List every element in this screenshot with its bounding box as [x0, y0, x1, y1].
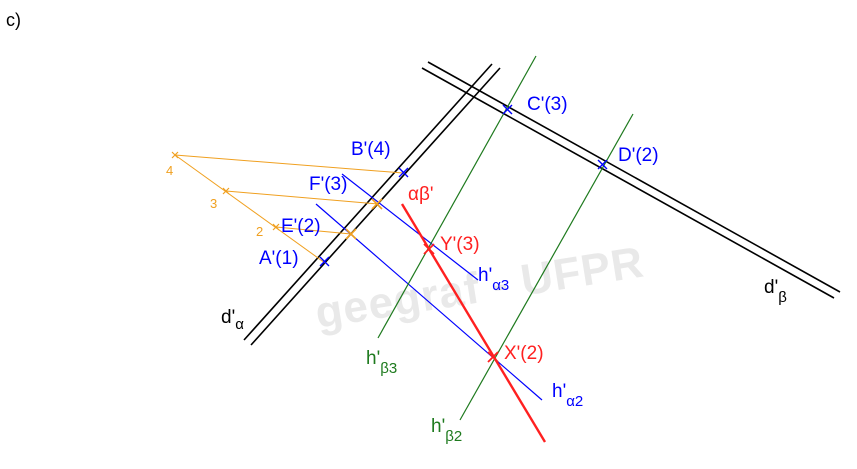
label-h-beta3: h'β3: [366, 348, 397, 377]
division-construction: [174, 154, 404, 264]
label-d-alpha: d'α: [221, 307, 244, 333]
point-label-a: A'(1): [259, 248, 299, 269]
line-intersection-alpha-beta: [400, 203, 547, 443]
label-h-alpha2: h'α2: [552, 381, 583, 410]
part-label: c): [6, 10, 21, 30]
label-h-alpha3: h'α3: [478, 265, 509, 294]
point-marks-red: [423, 243, 499, 363]
label-d-beta: d'β: [764, 277, 787, 306]
label-h-beta2: h'β2: [431, 416, 462, 445]
line-d-beta: [421, 61, 841, 299]
point-marks-blue: [319, 104, 608, 267]
division-number-2: 2: [256, 224, 263, 239]
label-alpha-beta: αβ': [408, 184, 434, 205]
division-number-3: 3: [210, 196, 217, 211]
point-label-d: D'(2): [618, 145, 659, 166]
line-h-beta2: [459, 113, 634, 421]
division-number-4: 4: [166, 163, 173, 178]
line-h-beta3: [377, 55, 537, 339]
point-marks-orange: [345, 198, 383, 240]
point-label-x: X'(2): [504, 343, 544, 364]
point-label-c: C'(3): [527, 94, 568, 115]
point-label-b: B'(4): [351, 139, 391, 160]
point-label-e: E'(2): [281, 216, 321, 237]
watermark: geegraf - UFPR: [312, 238, 647, 338]
point-label-y: Y'(3): [440, 234, 480, 255]
line-h-alpha3: [341, 173, 479, 281]
point-label-f: F'(3): [309, 174, 347, 195]
division-marks: [171, 151, 280, 231]
